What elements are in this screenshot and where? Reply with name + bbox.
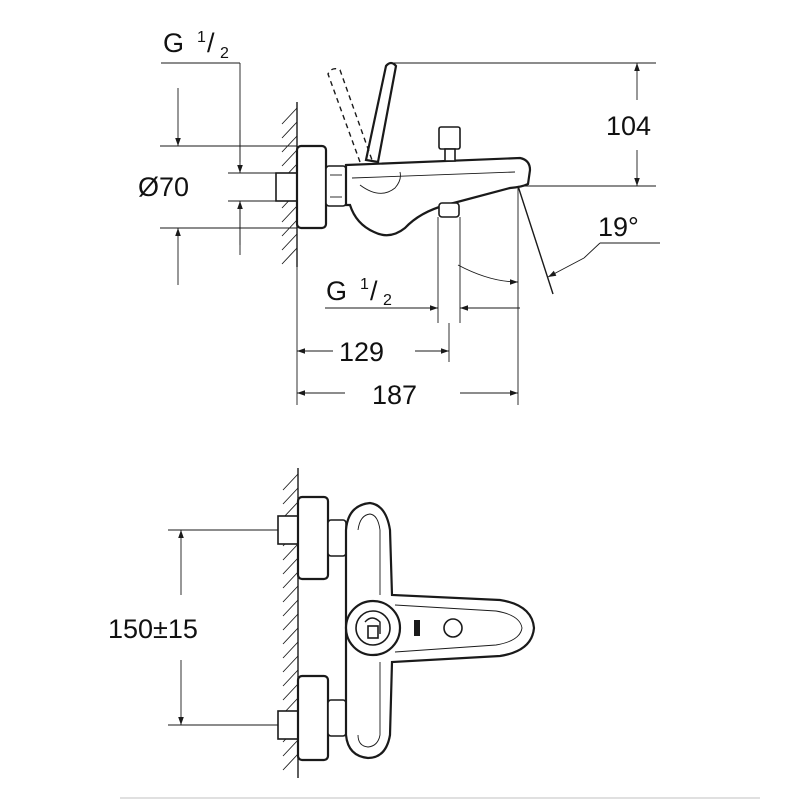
lever-height-label: 104 (606, 111, 651, 141)
dim-inlet-spacing: 150±15 (108, 529, 278, 726)
hose-outlet (438, 202, 460, 218)
dim-spout-total-reach: 187 (297, 300, 519, 410)
dim-outlet-thread: G 1 / 2 (325, 217, 520, 323)
wall-connection (275, 172, 298, 202)
diverter-stem (444, 148, 456, 162)
dim-spout-angle: 19° (457, 186, 660, 300)
spout-outlet-reach-label: 129 (339, 337, 384, 367)
mixer-body (344, 156, 532, 237)
outlet-thread-den: 2 (383, 292, 392, 309)
front-view (277, 468, 536, 778)
lower-wall-nipple (277, 710, 299, 740)
inlet-thread-top-slash: / (207, 28, 215, 58)
connector-nut (325, 165, 347, 207)
outlet-thread-num: 1 (360, 276, 369, 293)
dim-lever-height: 104 (393, 62, 656, 187)
lower-rosette (296, 674, 330, 762)
dim-inlet-thread-top: G 1 / 2 (161, 28, 241, 162)
diverter-knob (438, 126, 461, 150)
upper-wall-nipple (277, 515, 299, 545)
lever-alternate-position (327, 67, 373, 163)
inlet-spacing-label: 150±15 (108, 614, 198, 644)
inlet-thread-top-den: 2 (220, 45, 229, 62)
side-view (275, 61, 554, 295)
diverter-button (443, 618, 463, 638)
outlet-thread-g: G (326, 276, 347, 306)
upper-nut (327, 519, 347, 557)
dim-spout-outlet-reach: 129 (296, 267, 450, 405)
mixer-body-front (344, 501, 536, 760)
indicator-mark (414, 620, 420, 636)
inlet-thread-top-g: G (163, 28, 184, 58)
dim-rosette-diameter: Ø70 (138, 88, 297, 285)
spout-angle-label: 19° (598, 212, 639, 242)
spout-total-reach-label: 187 (372, 380, 417, 410)
rosette-diameter-label: Ø70 (138, 172, 189, 202)
outlet-thread-slash: / (370, 276, 378, 306)
lower-nut (327, 699, 347, 737)
inlet-thread-top-num: 1 (197, 29, 206, 46)
rosette (295, 144, 328, 230)
upper-rosette (296, 495, 330, 581)
lever (364, 61, 398, 164)
